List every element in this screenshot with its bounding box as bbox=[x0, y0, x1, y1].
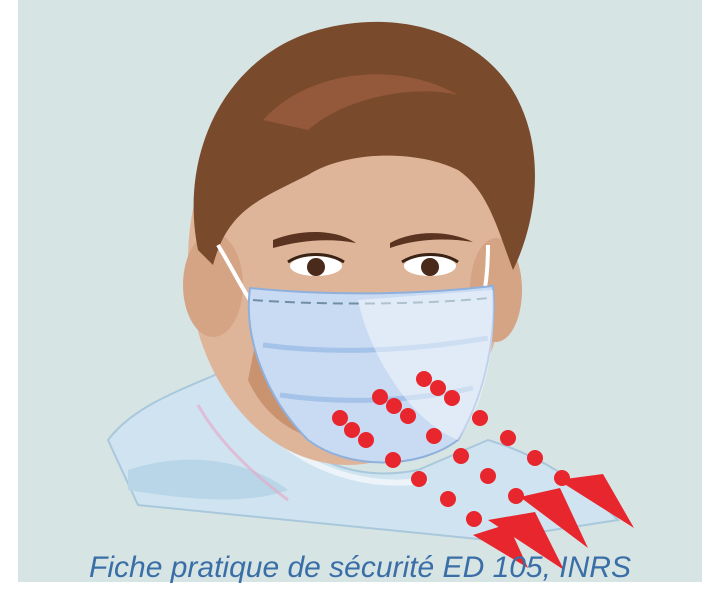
droplet bbox=[472, 410, 488, 426]
droplet bbox=[440, 491, 456, 507]
left-eye bbox=[287, 253, 345, 276]
hair bbox=[193, 21, 535, 271]
arrows bbox=[473, 474, 634, 570]
droplet bbox=[430, 380, 446, 396]
droplet bbox=[508, 488, 524, 504]
arrow-icon bbox=[520, 488, 588, 548]
right-eye bbox=[401, 253, 459, 276]
masked-person-illustration bbox=[106, 21, 634, 570]
droplet bbox=[480, 468, 496, 484]
droplet bbox=[426, 428, 442, 444]
droplet bbox=[400, 408, 416, 424]
droplet bbox=[411, 471, 427, 487]
droplet bbox=[466, 511, 482, 527]
droplet bbox=[358, 432, 374, 448]
droplet bbox=[385, 452, 401, 468]
droplet bbox=[332, 410, 348, 426]
droplet bbox=[416, 371, 432, 387]
left-eyebrow bbox=[273, 232, 356, 248]
droplet bbox=[527, 450, 543, 466]
droplet bbox=[453, 448, 469, 464]
droplet bbox=[344, 422, 360, 438]
droplets bbox=[332, 371, 570, 527]
caption: Fiche pratique de sécurité ED 105, INRS bbox=[89, 551, 631, 584]
hair-highlight bbox=[263, 74, 458, 130]
droplet bbox=[444, 390, 460, 406]
droplet bbox=[500, 430, 516, 446]
droplet bbox=[386, 398, 402, 414]
droplet bbox=[372, 389, 388, 405]
arrow-icon bbox=[558, 474, 634, 528]
arrow-icon bbox=[473, 524, 528, 568]
right-eyebrow bbox=[390, 233, 473, 248]
surgical-mask bbox=[216, 243, 495, 464]
